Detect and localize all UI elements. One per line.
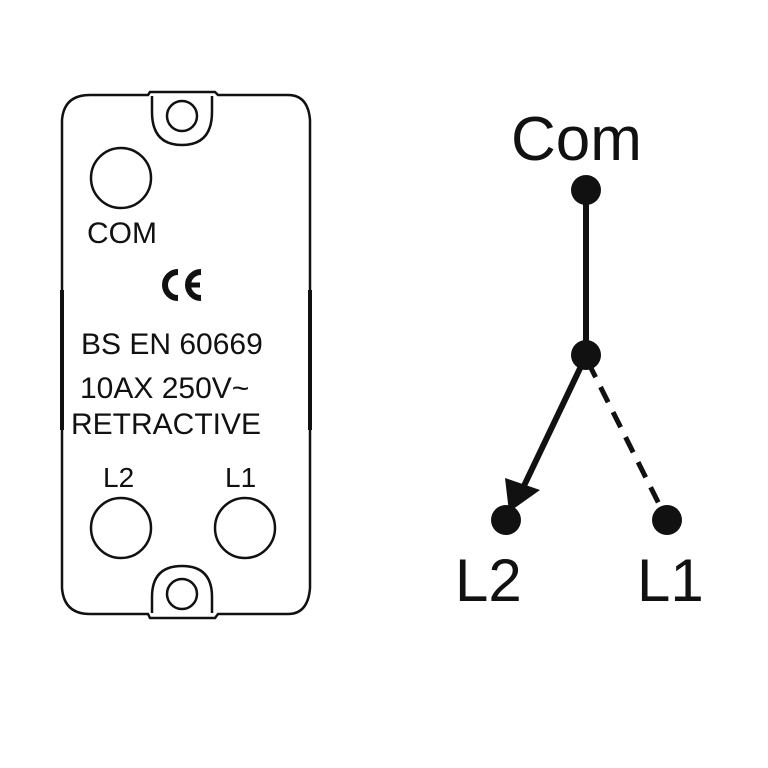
switch-arm-to-l1-dashed bbox=[585, 360, 665, 512]
standard-text: BS EN 60669 bbox=[81, 328, 263, 361]
top-mounting-tab bbox=[150, 96, 214, 147]
l2-contact-point bbox=[491, 505, 521, 535]
schematic-l1-label: L1 bbox=[637, 547, 704, 614]
l1-contact-point bbox=[652, 505, 682, 535]
com-terminal-hole bbox=[89, 146, 153, 210]
switch-arm-to-l2 bbox=[519, 358, 587, 492]
rating-text: 10AX 250V~ bbox=[80, 372, 249, 405]
bottom-mounting-tab bbox=[150, 564, 214, 613]
type-text: RETRACTIVE bbox=[71, 408, 261, 441]
top-screw-hole bbox=[165, 99, 199, 133]
bottom-screw-hole bbox=[165, 577, 199, 611]
schematic-l2-label: L2 bbox=[455, 547, 522, 614]
switch-arm-arrowhead bbox=[505, 478, 540, 512]
com-terminal-label: COM bbox=[87, 217, 157, 250]
com-contact-point bbox=[571, 175, 601, 205]
pivot-contact-point bbox=[571, 340, 601, 370]
ce-mark-icon bbox=[162, 269, 202, 301]
module-outline bbox=[60, 90, 312, 620]
l2-terminal-label: L2 bbox=[103, 462, 134, 493]
schematic: Com L2 L1 bbox=[455, 105, 704, 614]
l2-terminal-hole bbox=[89, 496, 153, 560]
l1-terminal-label: L1 bbox=[225, 462, 256, 493]
l1-terminal-hole bbox=[213, 496, 277, 560]
switch-module bbox=[60, 90, 312, 620]
schematic-com-label: Com bbox=[511, 105, 642, 174]
